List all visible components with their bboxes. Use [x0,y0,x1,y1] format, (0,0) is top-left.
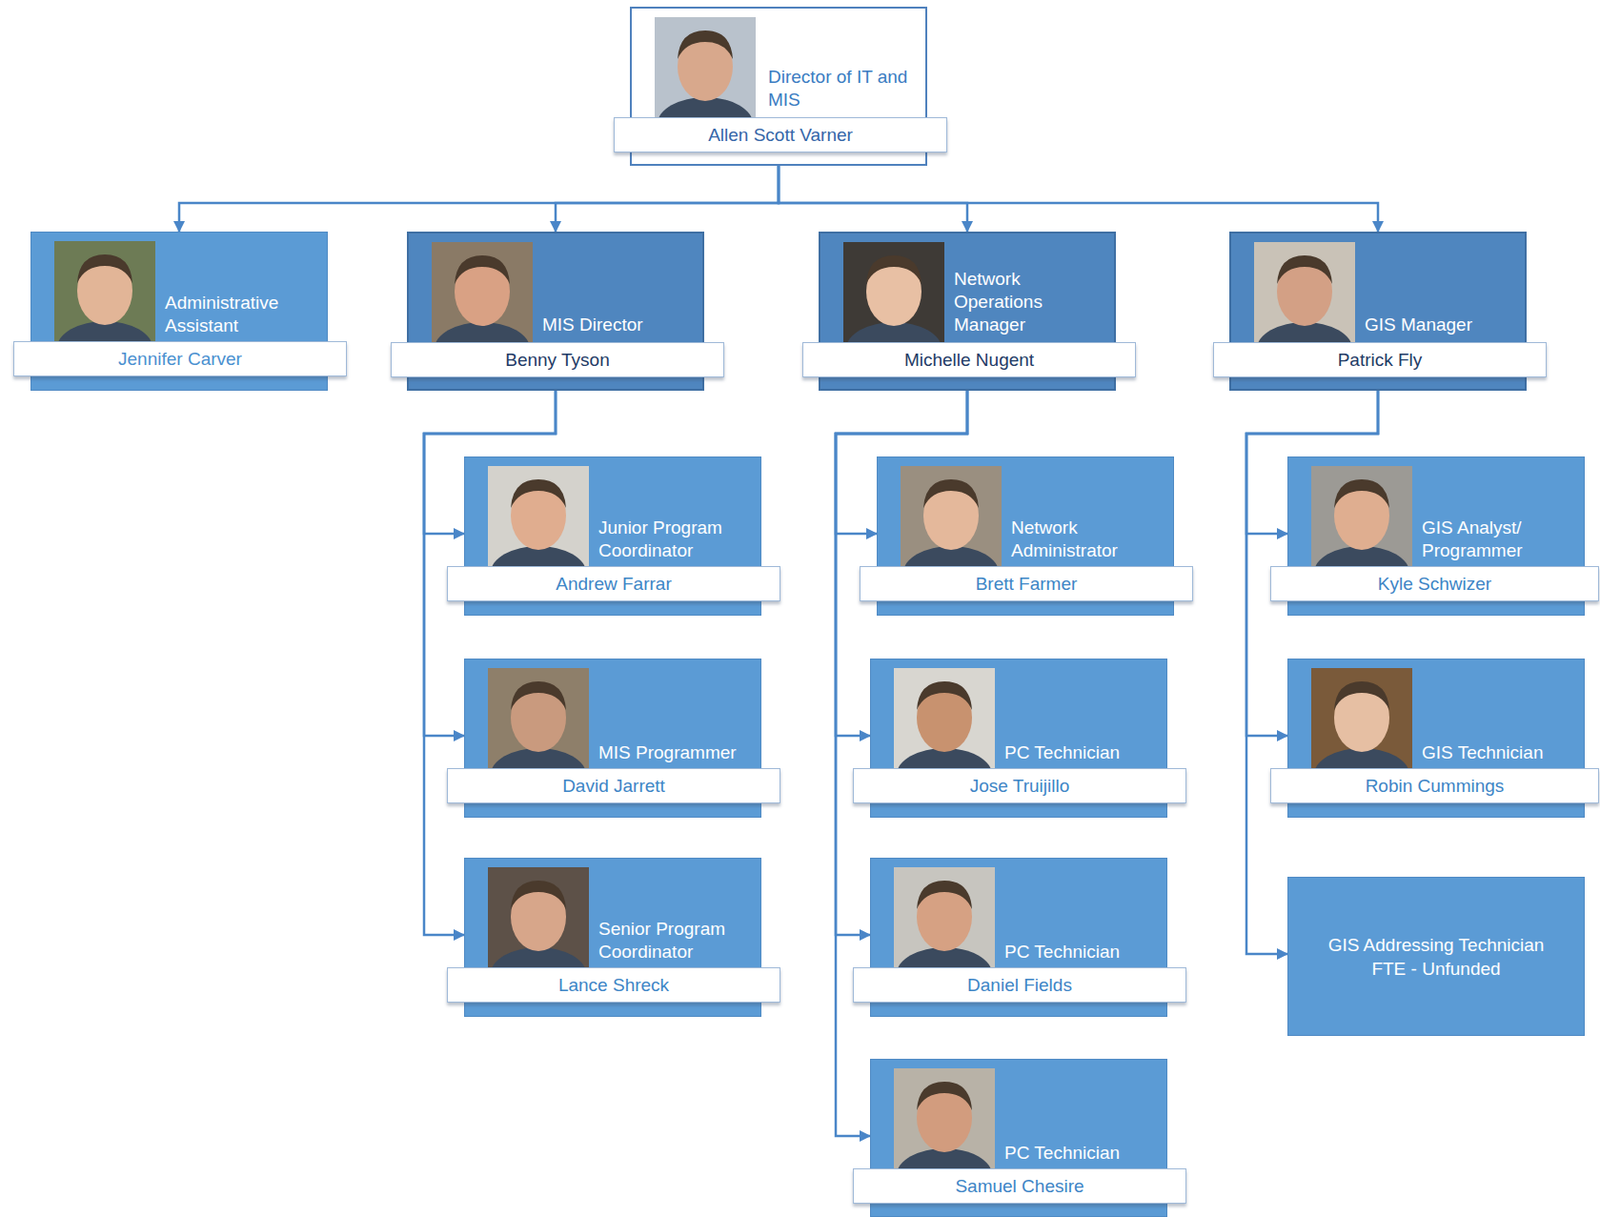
title-holder: PC Technician [1004,940,1163,964]
name-bar: David Jarrett [446,768,781,804]
job-title: PC Technician [1004,940,1163,964]
job-title: GIS Technician [1421,741,1580,765]
portrait-photo [654,17,756,118]
name-bar: Jennifer Carver [13,341,347,377]
name-bar: Patrick Fly [1213,342,1547,378]
job-title: Director of IT and MIS [768,65,924,112]
name-bar: Samuel Chesire [852,1168,1187,1204]
person-name: Michelle Nugent [904,349,1034,371]
name-bar: Kyle Schwizer [1270,566,1600,602]
job-title: MIS Programmer [598,741,757,765]
text-holder: GIS Addressing Technician FTE - Unfunded [1288,877,1584,1035]
portrait-photo [1311,465,1413,567]
person-box: MIS DirectorBenny Tyson [406,231,705,391]
title-holder: GIS Manager [1364,313,1523,337]
portrait-photo [900,465,1002,567]
person-name: Jose Truijillo [970,775,1071,797]
person-name: Andrew Farrar [555,573,671,595]
reporting-line [778,165,968,232]
person-name: Samuel Chesire [954,1175,1084,1197]
person-name: Lance Shreck [558,974,669,996]
person-name: David Jarrett [562,775,666,797]
portrait-photo [893,668,995,769]
name-bar: Robin Cummings [1270,768,1600,804]
person-name: Robin Cummings [1365,775,1505,797]
person-box: Network Operations ManagerMichelle Nugen… [818,231,1116,391]
person-name: Allen Scott Varner [708,124,853,146]
person-box: Director of IT and MIS Allen Scott Varner [629,6,928,166]
portrait-photo [431,242,533,343]
job-title: Network Administrator [1011,516,1170,563]
title-holder: Senior Program Coordinator [598,917,757,964]
person-box: Senior Program CoordinatorLance Shreck [464,857,762,1017]
portrait-photo [893,867,995,968]
name-bar: Daniel Fields [852,967,1187,1003]
job-title: Junior Program Coordinator [598,516,757,563]
portrait-photo [487,465,589,567]
title-holder: PC Technician [1004,1141,1163,1165]
title-holder: MIS Programmer [598,741,757,765]
name-bar: Michelle Nugent [802,342,1136,378]
reporting-line [778,165,1378,232]
person-name: Daniel Fields [967,974,1073,996]
portrait-photo [54,241,156,342]
name-bar: Lance Shreck [446,967,781,1003]
job-title: Administrative Assistant [164,291,324,338]
person-name: Patrick Fly [1337,349,1423,371]
portrait-photo [487,867,589,968]
name-bar: Brett Farmer [859,566,1194,602]
person-name: Kyle Schwizer [1377,573,1492,595]
job-title: PC Technician [1004,1141,1163,1165]
title-holder: PC Technician [1004,741,1163,765]
reporting-line [555,165,779,232]
person-box: MIS ProgrammerDavid Jarrett [464,658,762,818]
person-box: GIS TechnicianRobin Cummings [1287,658,1585,818]
job-title: MIS Director [542,313,701,337]
title-holder: Administrative Assistant [164,291,324,338]
person-box: GIS Addressing Technician FTE - Unfunded [1287,876,1585,1036]
portrait-photo [1254,242,1356,343]
person-box: Administrative AssistantJennifer Carver [30,231,328,391]
person-box: GIS ManagerPatrick Fly [1229,231,1527,391]
portrait-photo [1311,668,1413,769]
person-box: GIS Analyst/ ProgrammerKyle Schwizer [1287,456,1585,616]
portrait-photo [487,668,589,769]
title-holder: GIS Technician [1421,741,1580,765]
job-title: Network Operations Manager [953,267,1113,337]
title-holder: MIS Director [542,313,701,337]
title-holder: Network Administrator [1011,516,1170,563]
person-box: PC TechnicianJose Truijillo [870,658,1168,818]
vacancy-label: GIS Addressing Technician FTE - Unfunded [1316,932,1556,981]
job-title: Senior Program Coordinator [598,917,757,964]
name-bar: Andrew Farrar [446,566,781,602]
person-name: Jennifer Carver [118,348,243,370]
person-name: Benny Tyson [505,349,610,371]
person-name: Brett Farmer [975,573,1078,595]
title-holder: Network Operations Manager [953,267,1113,337]
title-holder: Director of IT and MIS [768,65,924,112]
name-bar: Benny Tyson [390,342,725,378]
person-box: Junior Program CoordinatorAndrew Farrar [464,456,762,616]
name-bar: Allen Scott Varner [613,117,948,153]
job-title: GIS Analyst/ Programmer [1421,516,1580,563]
person-box: Network AdministratorBrett Farmer [876,456,1175,616]
name-bar: Jose Truijillo [852,768,1187,804]
person-box: PC TechnicianDaniel Fields [870,857,1168,1017]
portrait-photo [843,242,945,343]
title-holder: Junior Program Coordinator [598,516,757,563]
title-holder: GIS Analyst/ Programmer [1421,516,1580,563]
person-box: PC TechnicianSamuel Chesire [870,1058,1168,1217]
job-title: PC Technician [1004,741,1163,765]
reporting-line [179,165,779,232]
job-title: GIS Manager [1364,313,1523,337]
portrait-photo [893,1068,995,1169]
